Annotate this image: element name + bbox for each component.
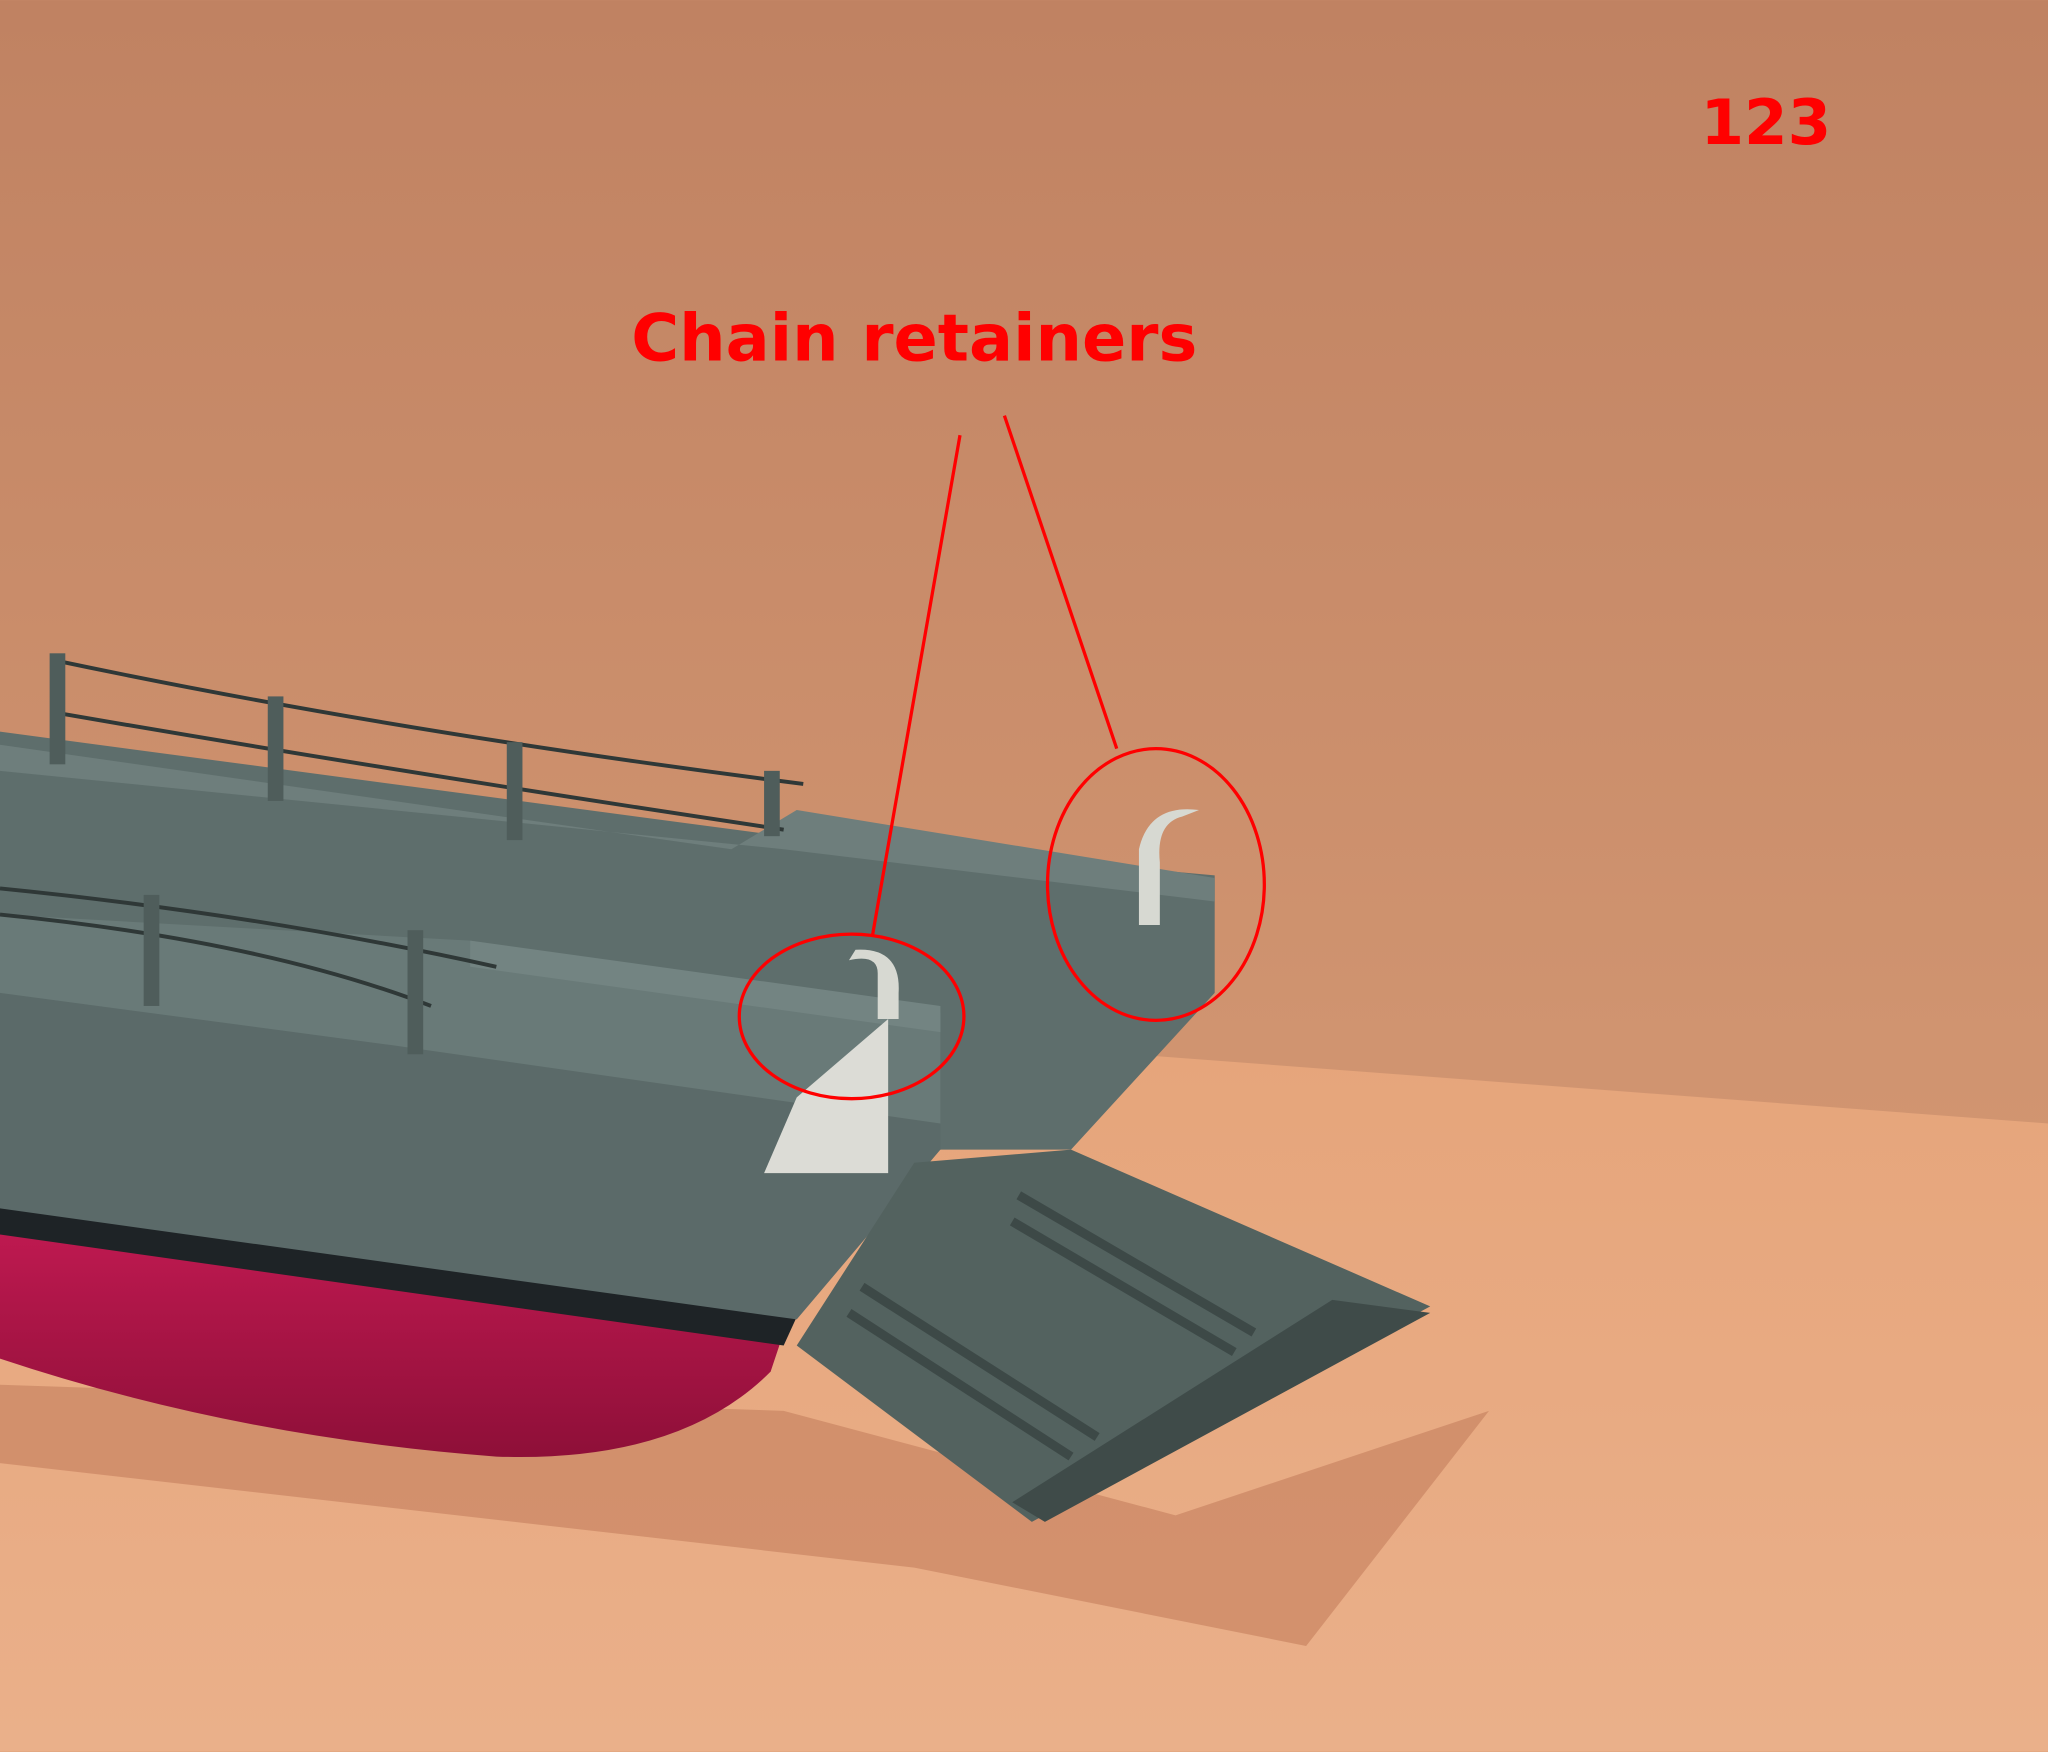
chain-retainer-left bbox=[848, 949, 899, 1020]
chain-retainer-right bbox=[1138, 809, 1200, 925]
hull-side bbox=[0, 992, 941, 1320]
ramp bbox=[796, 1149, 1431, 1522]
boat-model bbox=[0, 653, 1431, 1522]
shadow bbox=[0, 1384, 1489, 1646]
hull-bottom bbox=[0, 1214, 784, 1458]
annotation-markers bbox=[737, 415, 1266, 1101]
page-number: 123 bbox=[1700, 86, 1831, 159]
annotation-label: Chain retainers bbox=[631, 301, 1197, 377]
